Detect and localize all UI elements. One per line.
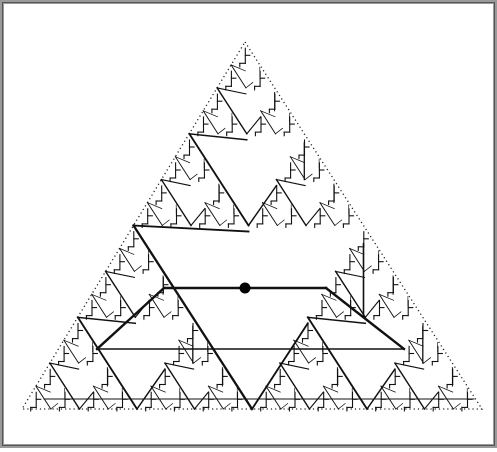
branch-segment — [79, 358, 86, 363]
branch-segment — [309, 358, 316, 363]
branch-segment — [194, 358, 201, 363]
branch-segment — [218, 128, 225, 134]
branch-segment — [80, 392, 94, 409]
branch-segment — [364, 266, 371, 272]
fractal-branch-network — [31, 48, 474, 411]
branch-segment — [134, 266, 141, 272]
branch-segment — [247, 117, 261, 134]
branch-segment — [276, 128, 283, 134]
branch-segment — [107, 312, 114, 318]
branch-segment — [189, 134, 248, 226]
branch-segment — [164, 312, 171, 318]
branch-segment — [134, 226, 253, 410]
branch-segment — [161, 180, 190, 186]
branch-segment — [106, 271, 135, 277]
branch-segment — [305, 174, 312, 179]
branch-segment — [217, 88, 246, 94]
branch-segment — [425, 392, 439, 409]
branch-segment — [365, 300, 379, 317]
branch-segment — [252, 323, 308, 409]
branch-segment — [280, 363, 309, 369]
branch-segment — [394, 312, 401, 318]
branch-segment — [424, 358, 431, 363]
branch-segment — [162, 220, 169, 226]
branch-segment — [453, 404, 460, 410]
branch-segment — [338, 404, 345, 410]
branch-segment — [326, 288, 404, 349]
branch-segment — [276, 180, 305, 186]
branch-segment — [395, 363, 424, 369]
branch-segment — [310, 392, 324, 409]
branch-segment — [281, 404, 288, 410]
branch-segment — [165, 363, 194, 369]
branch-segment — [190, 174, 197, 179]
branch-segment — [336, 271, 365, 277]
branch-segment — [396, 404, 403, 410]
branch-segment — [166, 404, 173, 410]
branch-segment — [50, 363, 79, 369]
branch-segment — [108, 404, 115, 410]
branch-segment — [306, 209, 320, 226]
fractal-tree-triangle-diagram — [4, 4, 497, 452]
branch-segment — [308, 317, 367, 409]
branch-segment — [195, 392, 209, 409]
branch-segment — [78, 317, 137, 409]
branch-segment — [191, 209, 205, 226]
branch-segment — [220, 220, 227, 226]
branch-segment — [277, 220, 284, 226]
branch-segment — [97, 288, 164, 349]
center-node-dot — [240, 283, 251, 294]
branch-segment — [337, 312, 344, 318]
branch-segment — [51, 404, 58, 410]
branch-segment — [223, 404, 230, 410]
branch-segment — [335, 220, 342, 226]
branch-segment — [246, 82, 253, 88]
branch-segment — [134, 226, 249, 232]
